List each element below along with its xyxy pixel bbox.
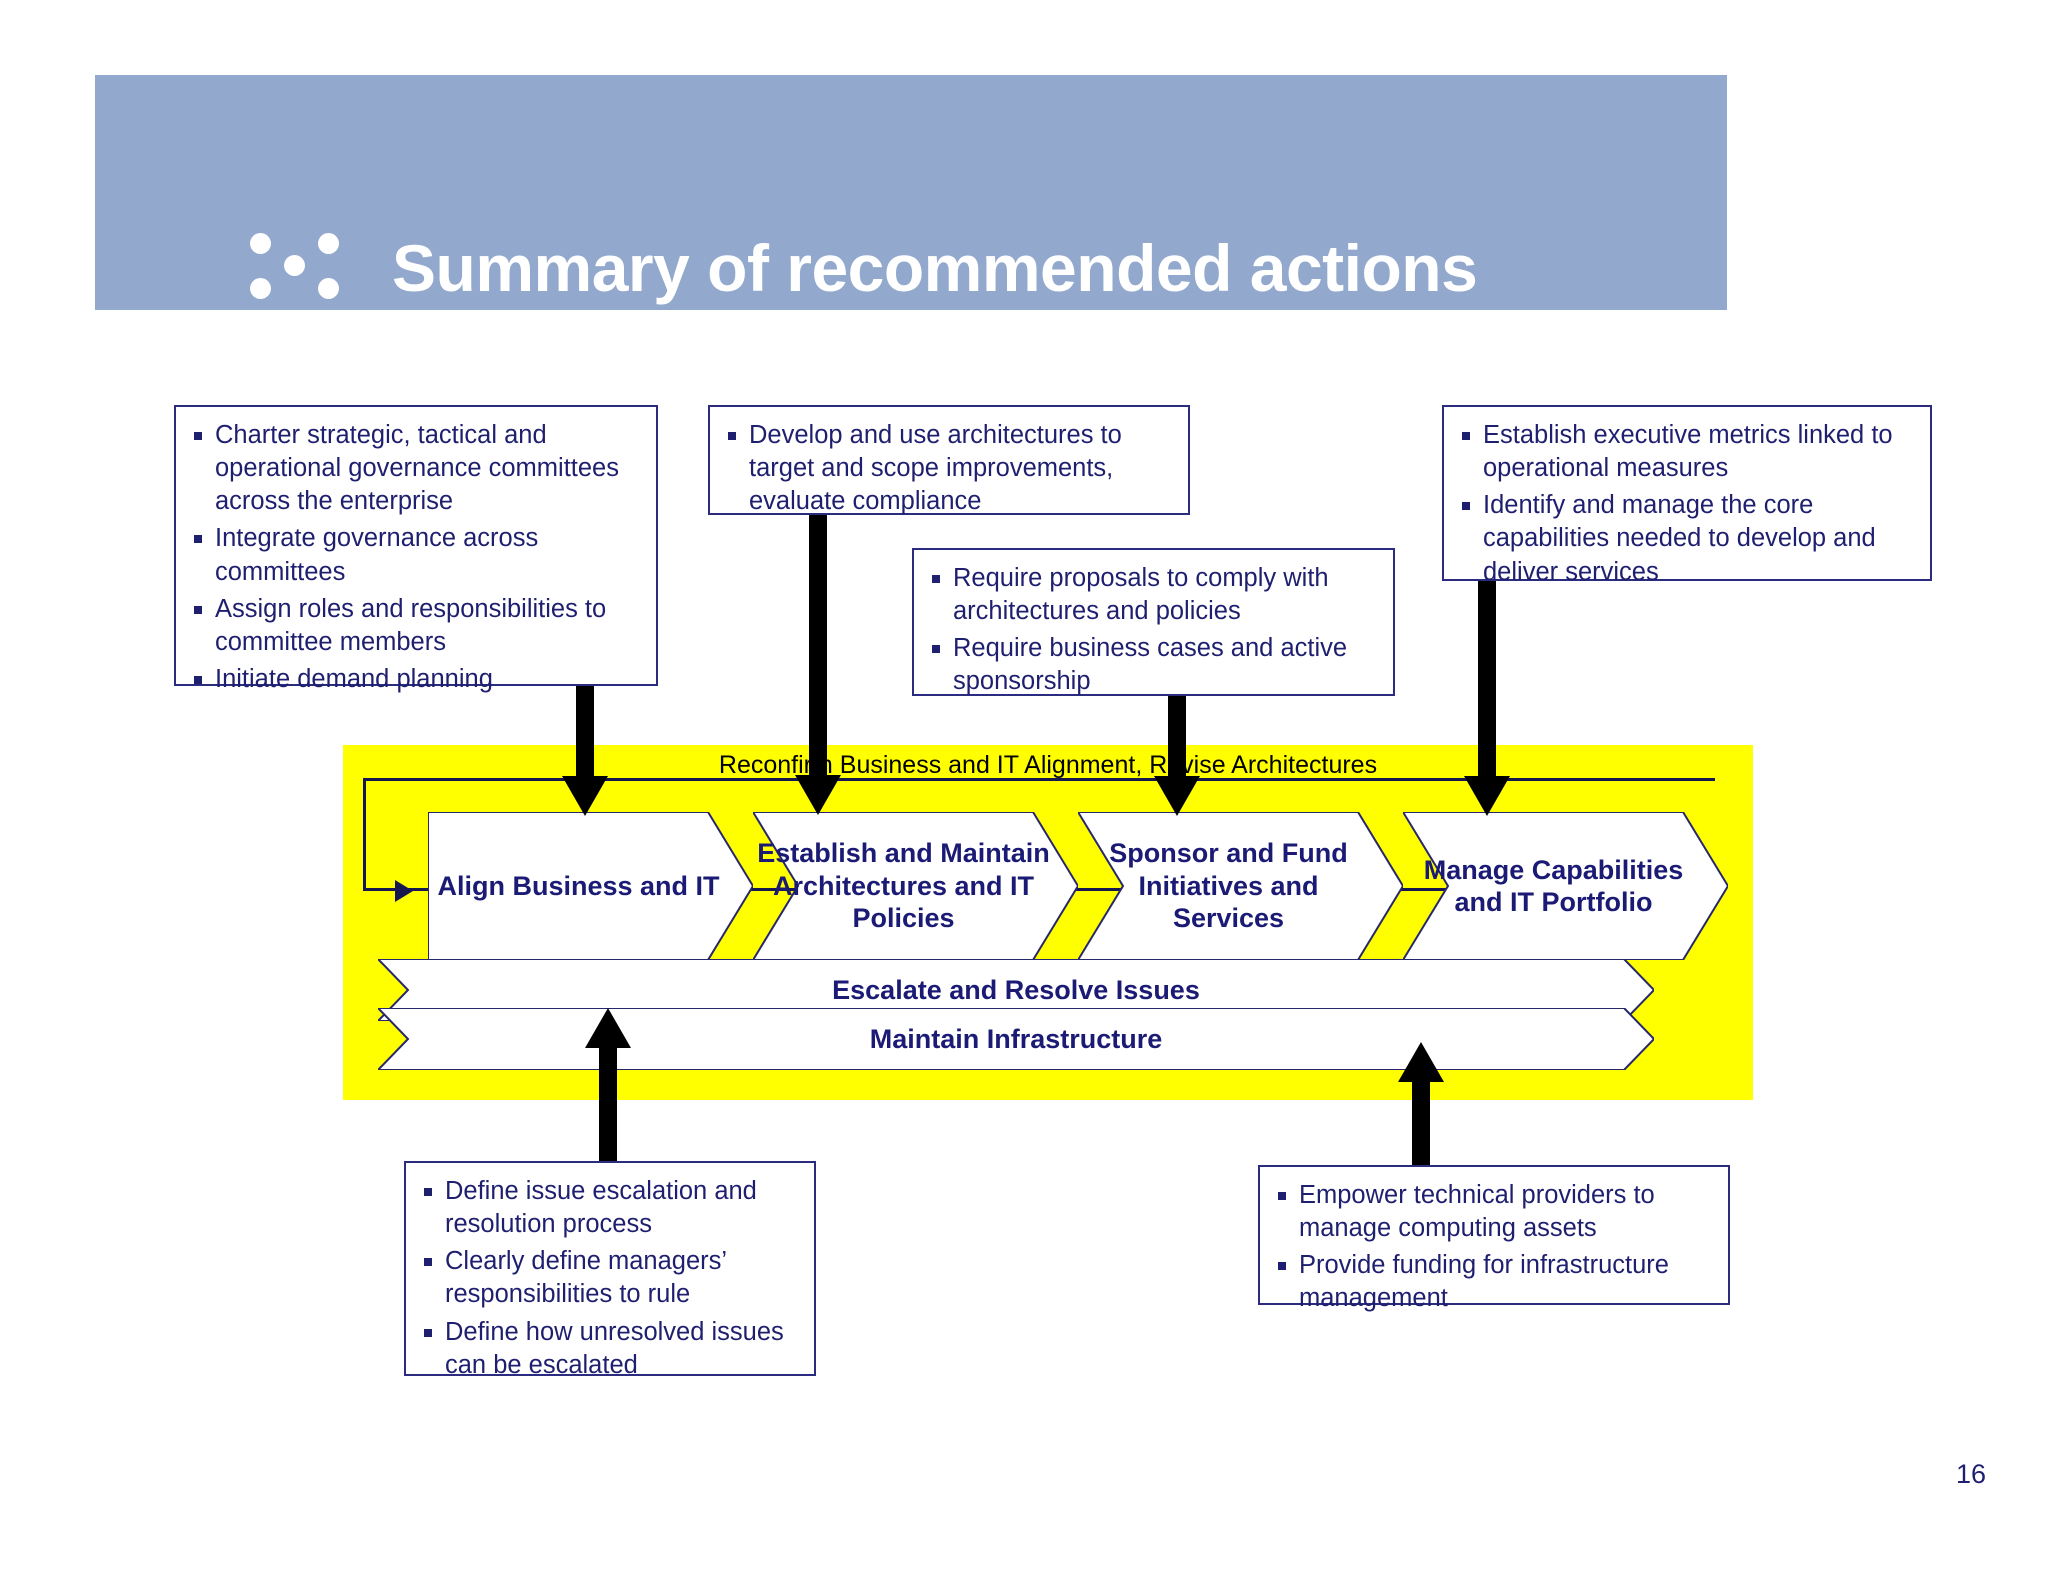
stage-label: Sponsor and Fund Initiatives and Service… bbox=[1109, 838, 1348, 934]
callout-issue-escalation: Define issue escalation and resolution p… bbox=[404, 1161, 816, 1379]
stage-label: Align Business and IT bbox=[437, 870, 720, 901]
banner-maintain-infrastructure: Maintain Infrastructure bbox=[378, 1008, 1654, 1070]
reconfirm-alignment-label: Reconfirm Business and IT Alignment, Rev… bbox=[718, 751, 1378, 779]
arrow-up-icon-empower-to-infrastructure bbox=[1396, 1042, 1446, 1167]
bullet-item: Initiate demand planning bbox=[188, 663, 640, 696]
stage-label: Manage Capabilities and IT Portfolio bbox=[1423, 854, 1684, 917]
arrow-up-icon-escalation-to-banner bbox=[583, 1008, 633, 1163]
callout-require-proposals: Require proposals to comply with archite… bbox=[912, 548, 1395, 696]
bullet-item: Assign roles and responsibilities to com… bbox=[188, 593, 640, 659]
header-band: Summary of recommended actions bbox=[95, 75, 1727, 310]
arrow-down-icon-develop-to-architectures bbox=[793, 515, 843, 815]
callout-empower-providers: Empower technical providers to manage co… bbox=[1258, 1165, 1730, 1312]
page-title: Summary of recommended actions bbox=[392, 231, 1478, 305]
chevron-shape bbox=[1403, 812, 1728, 960]
bullet-item: Define how unresolved issues can be esca… bbox=[418, 1316, 798, 1382]
bullet-item: Empower technical providers to manage co… bbox=[1272, 1179, 1712, 1245]
callout-executive-metrics: Establish executive metrics linked to op… bbox=[1442, 405, 1932, 586]
bullet-item: Provide funding for infrastructure manag… bbox=[1272, 1249, 1712, 1315]
stage-label: Establish and Maintain Architectures and… bbox=[757, 838, 1050, 934]
banner-escalate-and-resolve-issues: Escalate and Resolve Issues bbox=[378, 959, 1654, 1021]
chevron-shape bbox=[753, 812, 1078, 960]
bullet-item: Integrate governance across committees bbox=[188, 522, 640, 588]
bullet-item: Require proposals to comply with archite… bbox=[926, 562, 1377, 628]
bullet-item: Charter strategic, tactical and operatio… bbox=[188, 419, 640, 518]
banner-chevron-shape bbox=[378, 1008, 1654, 1070]
bullet-item: Clearly define managers’ responsibilitie… bbox=[418, 1245, 798, 1311]
chevron-shape bbox=[1078, 812, 1403, 960]
chevron-shape bbox=[428, 812, 753, 960]
arrow-down-icon-require-to-sponsor bbox=[1152, 696, 1202, 816]
banner-chevron-shape bbox=[378, 959, 1654, 1021]
arrow-down-icon-metrics-to-manage bbox=[1462, 581, 1512, 816]
loopback-arrowhead-icon bbox=[395, 880, 413, 902]
bullet-item: Establish executive metrics linked to op… bbox=[1456, 419, 1914, 485]
process-stage-sponsor-fund-initiatives: Sponsor and Fund Initiatives and Service… bbox=[1078, 812, 1403, 960]
banner-label: Escalate and Resolve Issues bbox=[832, 974, 1200, 1005]
process-stage-align-business-and-it: Align Business and IT bbox=[428, 812, 753, 960]
process-stage-row: Align Business and IT Establish and Main… bbox=[428, 812, 1728, 960]
bullet-item: Develop and use architectures to target … bbox=[722, 419, 1172, 518]
five-dots-logo bbox=[250, 233, 380, 313]
bullet-item: Define issue escalation and resolution p… bbox=[418, 1175, 798, 1241]
callout-develop-architectures: Develop and use architectures to target … bbox=[708, 405, 1190, 515]
callout-charter-governance: Charter strategic, tactical and operatio… bbox=[174, 405, 658, 693]
banner-label: Maintain Infrastructure bbox=[869, 1023, 1163, 1054]
page-number: 16 bbox=[1955, 1459, 1986, 1489]
bullet-item: Identify and manage the core capabilitie… bbox=[1456, 489, 1914, 588]
arrow-down-icon-charter-to-align bbox=[560, 686, 610, 816]
process-stage-manage-capabilities-it-portfolio: Manage Capabilities and IT Portfolio bbox=[1403, 812, 1728, 960]
process-stage-establish-maintain-architectures: Establish and Maintain Architectures and… bbox=[753, 812, 1078, 960]
bullet-item: Require business cases and active sponso… bbox=[926, 632, 1377, 698]
